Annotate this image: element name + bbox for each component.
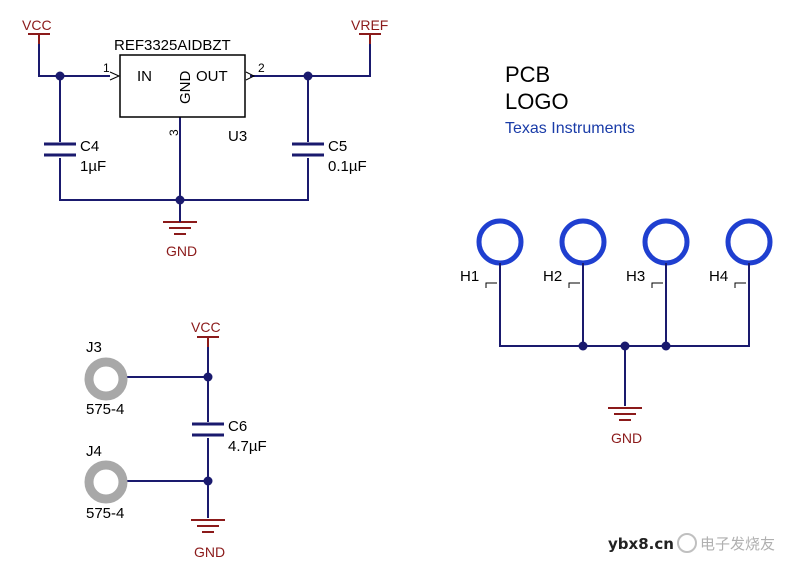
vcc-power-symbol-top: VCC — [22, 17, 52, 44]
jack-wires — [126, 347, 209, 518]
vref-label: VREF — [351, 17, 388, 33]
j3-value: 575-4 — [86, 401, 124, 418]
logo-company: Texas Instruments — [505, 120, 635, 137]
c4-ref: C4 — [80, 138, 99, 155]
pin1-number: 1 — [103, 61, 110, 75]
hole-pin-marks — [485, 282, 746, 288]
pin2-number: 2 — [258, 61, 265, 75]
c5-ref: C5 — [328, 138, 347, 155]
logo-line1: PCB — [505, 62, 550, 87]
j3-ref: J3 — [86, 339, 102, 356]
hole-label-h2: H2 — [543, 268, 562, 285]
gnd-symbol-top — [163, 214, 197, 235]
c6-value: 4.7µF — [228, 438, 267, 455]
gnd-symbol-holes — [608, 407, 642, 421]
hole-label-h1: H1 — [460, 268, 479, 285]
mounting-hole-h3 — [642, 218, 690, 266]
watermark: ybx8.cn 电子发烧友 — [608, 533, 775, 553]
j4-value: 575-4 — [86, 505, 124, 522]
gnd-label-bottom: GND — [194, 544, 225, 560]
gnd-symbol-bottom — [191, 519, 225, 533]
regulator-ic: IN OUT GND 1 2 3 REF3325AIDBZT U3 — [103, 37, 265, 145]
vcc-power-symbol-bottom: VCC — [191, 319, 221, 347]
vcc-label-top: VCC — [22, 17, 52, 33]
pin-in-label: IN — [137, 68, 152, 85]
jack-j4: J4 575-4 — [84, 443, 128, 522]
capacitor-c5: C5 0.1µF — [292, 138, 367, 175]
vcc-label-bottom: VCC — [191, 319, 221, 335]
hole-label-h4: H4 — [709, 268, 728, 285]
gnd-label-top: GND — [166, 243, 197, 259]
ic-part-number: REF3325AIDBZT — [114, 37, 231, 54]
watermark-logo-icon — [677, 533, 697, 553]
hole-label-h3: H3 — [626, 268, 645, 285]
jack-j3: J3 575-4 — [84, 339, 128, 418]
j4-ref: J4 — [86, 443, 102, 460]
mounting-hole-h4 — [725, 218, 773, 266]
mounting-hole-h2 — [559, 218, 607, 266]
capacitor-c4: C4 1µF — [44, 138, 106, 175]
mounting-hole-h1 — [476, 218, 524, 266]
pin-gnd-label: GND — [177, 71, 194, 105]
watermark-brand: 电子发烧友 — [700, 535, 775, 553]
pin3-number: 3 — [167, 129, 181, 136]
c6-ref: C6 — [228, 418, 247, 435]
junction-dots-bottom — [203, 372, 213, 486]
c5-value: 0.1µF — [328, 158, 367, 175]
junction-dots-holes — [578, 341, 671, 351]
watermark-site: ybx8.cn — [608, 535, 674, 553]
logo-line2: LOGO — [505, 89, 569, 114]
c4-value: 1µF — [80, 158, 106, 175]
junction-dots-top — [55, 71, 313, 205]
ic-reference: U3 — [228, 128, 247, 145]
capacitor-c6: C6 4.7µF — [192, 418, 267, 455]
pin-out-label: OUT — [196, 68, 228, 85]
gnd-label-holes: GND — [611, 430, 642, 446]
vref-power-symbol: VREF — [351, 17, 388, 44]
